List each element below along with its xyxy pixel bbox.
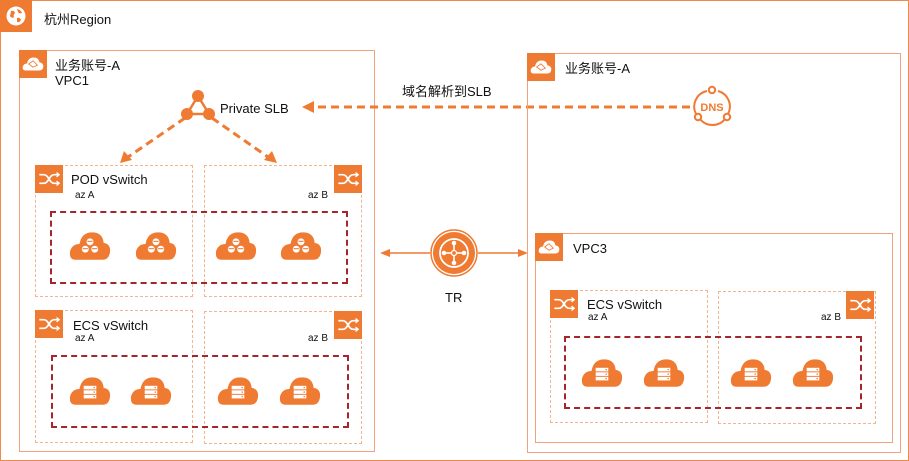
ecs-cloud-icon — [643, 355, 685, 389]
vswitch-icon — [550, 290, 578, 318]
pod-cloud-icon — [280, 228, 322, 262]
left-account-label: 业务账号-A — [55, 58, 121, 73]
ecs-vswitch-az-a — [35, 310, 193, 443]
vpc1-label: VPC1 — [55, 73, 89, 88]
vswitch-icon — [35, 310, 63, 338]
ecs-zone-a-label: az A — [75, 333, 95, 344]
left-account-cloud-network-icon — [19, 50, 47, 78]
ecs-cloud-icon — [130, 373, 172, 407]
pod-zone-a-label: az A — [75, 190, 95, 201]
globe-icon — [0, 0, 32, 32]
slb-label: Private SLB — [220, 101, 289, 116]
vpc3-ecs-zone-b-label: az B — [821, 312, 842, 323]
dns-text: DNS — [700, 102, 723, 114]
ecs-group — [51, 355, 349, 428]
ecs-zone-b-label: az B — [308, 333, 329, 344]
pod-zone-b-label: az B — [308, 190, 329, 201]
slb-icon — [177, 88, 219, 124]
pod-cloud-icon — [135, 228, 177, 262]
vpc3-ecs-vswitch-az-a — [550, 290, 708, 423]
vpc3-ecs-vswitch-label: ECS vSwitch — [587, 297, 663, 312]
pod-group — [50, 211, 348, 284]
ecs-cloud-icon — [792, 355, 834, 389]
dns-icon: DNS — [690, 84, 734, 128]
vswitch-icon — [334, 311, 362, 339]
right-account-label: 业务账号-A — [565, 61, 631, 76]
vswitch-icon — [35, 165, 63, 193]
tr-label: TR — [445, 290, 463, 305]
pod-vswitch-az-a — [35, 165, 193, 297]
vpc3-ecs-vswitch-az-b — [718, 291, 876, 424]
ecs-cloud-icon — [217, 373, 259, 407]
vswitch-icon — [846, 291, 874, 319]
vswitch-icon — [334, 165, 362, 193]
pod-vswitch-az-b — [204, 165, 362, 297]
ecs-cloud-icon — [581, 355, 623, 389]
vpc1-container — [19, 50, 375, 452]
transit-router-icon — [430, 229, 478, 277]
ecs-cloud-icon — [279, 373, 321, 407]
pod-cloud-icon — [215, 228, 257, 262]
vpc3-cloud-network-icon — [535, 233, 563, 261]
vpc3-ecs-zone-a-label: az A — [588, 312, 608, 323]
vpc3-ecs-group — [564, 336, 862, 409]
ecs-vswitch-az-b — [204, 311, 362, 444]
pod-vswitch-label: POD vSwitch — [71, 172, 148, 187]
vpc3-container — [535, 233, 893, 443]
ecs-vswitch-label: ECS vSwitch — [73, 318, 149, 333]
region-label: 杭州Region — [44, 12, 112, 27]
dns-resolution-label: 域名解析到SLB — [402, 84, 492, 99]
ecs-cloud-icon — [69, 373, 111, 407]
right-account-cloud-network-icon — [527, 53, 555, 81]
vpc3-label: VPC3 — [573, 241, 607, 256]
right-account-container — [527, 53, 901, 453]
pod-cloud-icon — [69, 228, 111, 262]
ecs-cloud-icon — [730, 355, 772, 389]
